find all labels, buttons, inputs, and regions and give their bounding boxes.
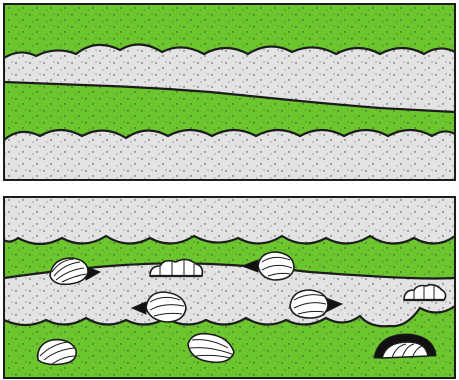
fossil-shell — [38, 340, 76, 365]
top-panel — [4, 4, 455, 180]
bottom-panel — [4, 197, 455, 378]
